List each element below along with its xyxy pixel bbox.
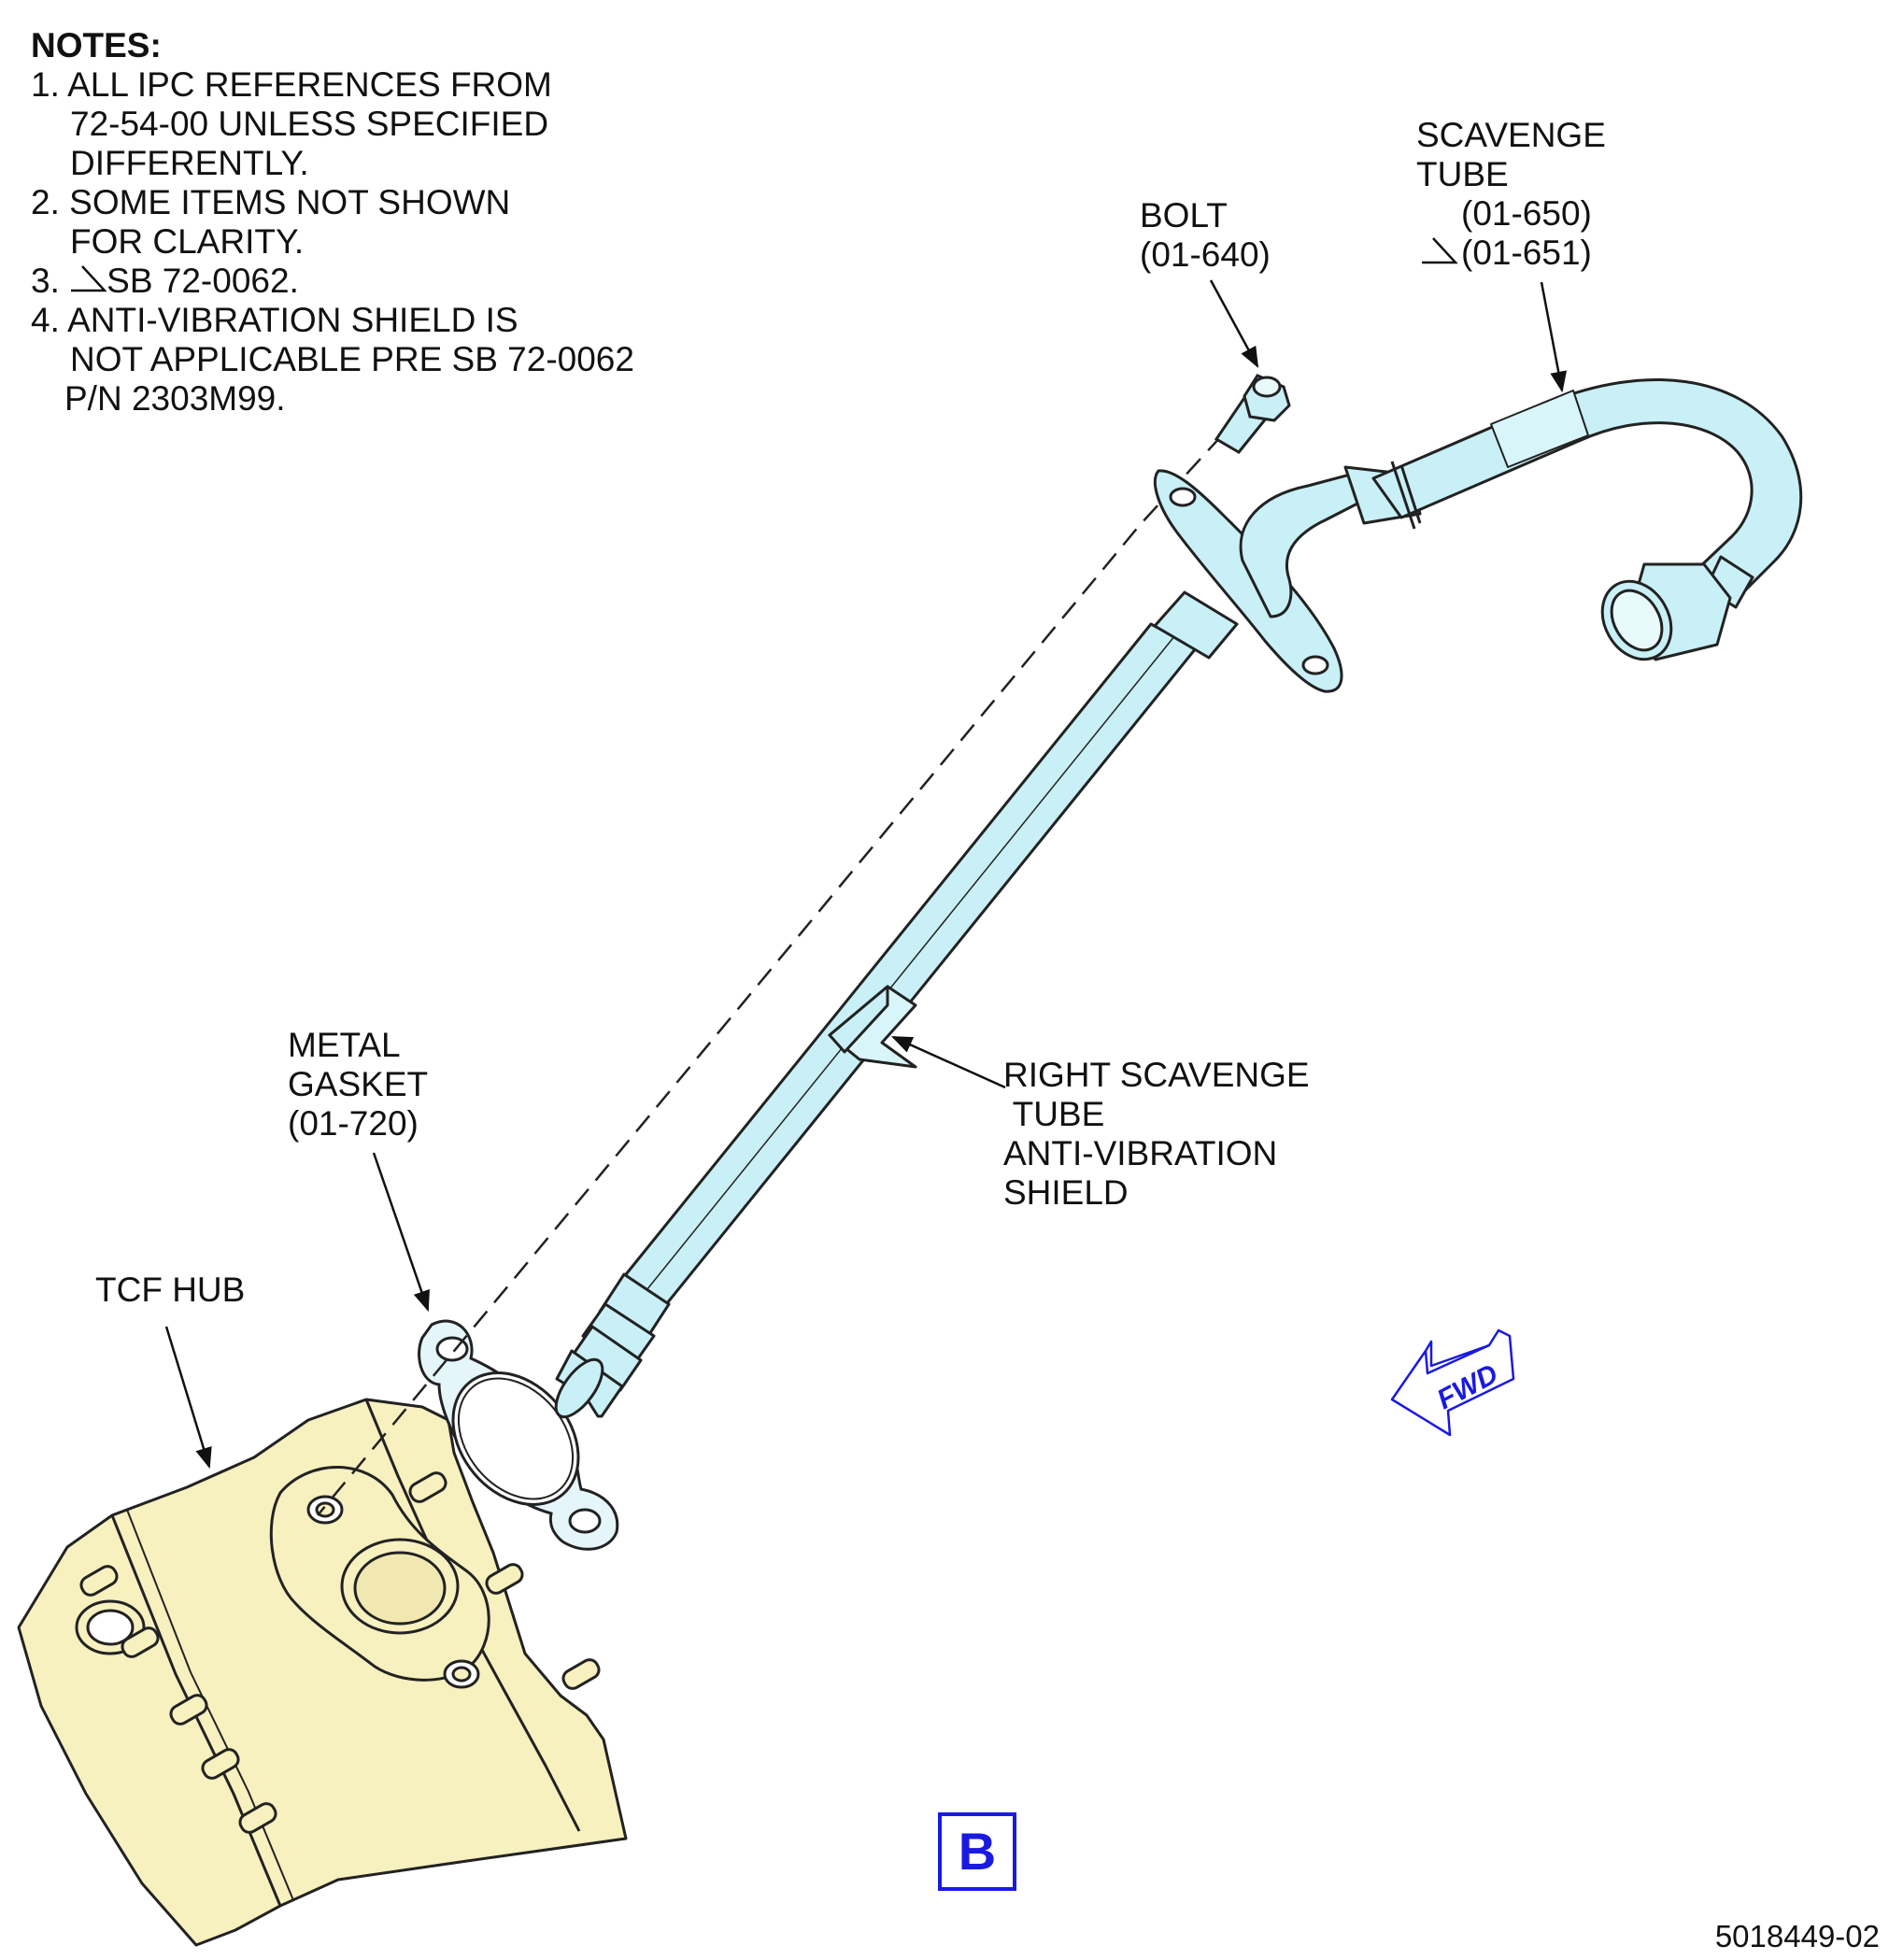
metal-gasket bbox=[418, 1319, 619, 1551]
metal-gasket-label-line-2: GASKET bbox=[288, 1065, 429, 1103]
tcf-hub bbox=[17, 1398, 628, 1947]
shield-leader bbox=[890, 1035, 1006, 1089]
bolt bbox=[1214, 374, 1291, 454]
bolt-leader bbox=[1209, 279, 1259, 368]
note-1-line-2: 72-54-00 UNLESS SPECIFIED bbox=[70, 105, 549, 143]
bolt-centerline bbox=[317, 434, 1223, 1516]
note-2-line-1: 2. SOME ITEMS NOT SHOWN bbox=[31, 183, 511, 221]
shield-label-line-4: SHIELD bbox=[1003, 1173, 1129, 1212]
note-1-line-3: DIFFERENTLY. bbox=[70, 144, 309, 182]
scavenge-tube-label-part-1: (01-650) bbox=[1461, 194, 1592, 233]
scavenge-tube-label-part-2-row: (01-651) bbox=[1416, 234, 1606, 273]
fwd-arrow-icon: FWD bbox=[1390, 1328, 1515, 1437]
bolt-label-part: (01-640) bbox=[1140, 235, 1271, 274]
tcf-hub-label: TCF HUB bbox=[95, 1271, 246, 1309]
notes-heading: NOTES: bbox=[31, 26, 162, 64]
metal-gasket-label-line-1: METAL bbox=[288, 1026, 401, 1064]
note-4-line-3: P/N 2303M99. bbox=[64, 379, 286, 418]
gasket-leader bbox=[372, 1152, 430, 1313]
view-letter-badge: B bbox=[938, 1812, 1016, 1891]
note-3: 3. SB 72-0062. bbox=[31, 262, 634, 301]
shield-label-line-1: RIGHT SCAVENGE bbox=[1003, 1056, 1310, 1094]
scavenge-tube bbox=[554, 377, 1803, 1419]
scavenge-tube-label-line-2: TUBE bbox=[1416, 155, 1509, 193]
figure-id: 5018449-02 bbox=[1714, 1919, 1880, 1953]
note-2-line-2: FOR CLARITY. bbox=[70, 222, 305, 261]
notes-block: NOTES: 1. ALL IPC REFERENCES FROM 72-54-… bbox=[31, 26, 634, 419]
scavenge-tube-label-part-2: (01-651) bbox=[1461, 234, 1592, 272]
hub-leader bbox=[164, 1326, 212, 1470]
scavenge-tube-leader bbox=[1540, 281, 1568, 393]
revision-triangle-icon bbox=[71, 265, 107, 292]
scavenge-tube-label: SCAVENGE TUBE (01-650) (01-651) bbox=[1416, 116, 1606, 273]
shield-label-line-3: ANTI-VIBRATION bbox=[1003, 1134, 1278, 1172]
note-3-prefix: 3. bbox=[31, 262, 70, 300]
revision-triangle-icon bbox=[1422, 237, 1458, 264]
anti-vibration-shield-label: RIGHT SCAVENGE TUBE ANTI-VIBRATION SHIEL… bbox=[1003, 1056, 1310, 1213]
shield-label-line-2: TUBE bbox=[1003, 1095, 1105, 1133]
scavenge-tube-label-line-1: SCAVENGE bbox=[1416, 116, 1606, 154]
metal-gasket-label: METAL GASKET (01-720) bbox=[288, 1026, 428, 1143]
note-4-line-1: 4. ANTI-VIBRATION SHIELD IS bbox=[31, 301, 518, 339]
bolt-label-name: BOLT bbox=[1140, 196, 1228, 234]
note-1-line-1: 1. ALL IPC REFERENCES FROM bbox=[31, 65, 552, 104]
anti-vibration-shield bbox=[828, 985, 917, 1069]
metal-gasket-label-part: (01-720) bbox=[288, 1104, 419, 1143]
note-4-line-2: NOT APPLICABLE PRE SB 72-0062 bbox=[70, 340, 634, 378]
note-3-text: SB 72-0062. bbox=[107, 262, 299, 300]
bolt-label: BOLT (01-640) bbox=[1140, 196, 1271, 275]
leader-lines bbox=[164, 279, 1568, 1470]
